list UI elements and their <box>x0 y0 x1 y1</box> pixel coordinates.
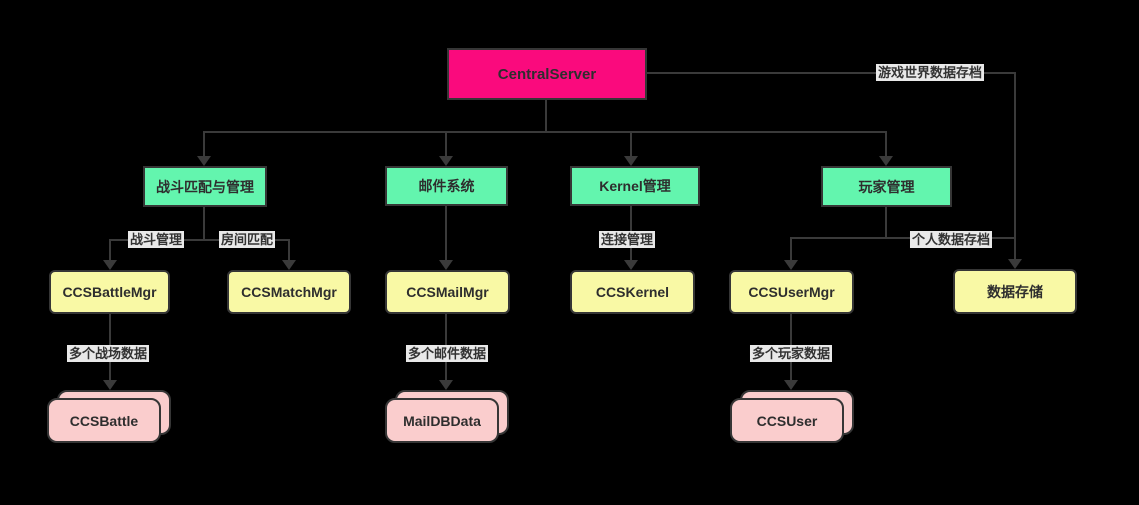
node-data-storage: 数据存储 <box>953 269 1077 314</box>
arrowhead-data-storage <box>1008 259 1022 269</box>
edge-label-world-archive: 游戏世界数据存档 <box>875 64 985 81</box>
connector-level2-bus <box>204 131 887 133</box>
arrowhead-mail-system <box>439 156 453 166</box>
edge-label-multi-player: 多个玩家数据 <box>749 345 833 362</box>
edge-label-personal-archive: 个人数据存档 <box>909 231 993 248</box>
edge-label-multi-battle: 多个战场数据 <box>66 345 150 362</box>
arrowhead-battle-match <box>197 156 211 166</box>
connector-player-split-v <box>885 207 887 238</box>
connector-battle-split-h <box>109 239 290 241</box>
connector-drop-mail-system <box>445 131 447 157</box>
node-ccs-kernel: CCSKernel <box>570 270 695 314</box>
node-ccs-match-mgr: CCSMatchMgr <box>227 270 351 314</box>
connector-to-mail-mgr <box>445 205 447 260</box>
edge-label-battle-mgmt: 战斗管理 <box>127 231 185 248</box>
arrowhead-ccs-kernel <box>624 260 638 270</box>
connector-battle-split-v <box>203 206 205 241</box>
connector-root-down <box>545 100 547 131</box>
arrowhead-ccs-battle <box>103 380 117 390</box>
stack-front-card: CCSUser <box>730 398 844 443</box>
node-kernel-mgmt: Kernel管理 <box>570 166 700 206</box>
arrowhead-kernel <box>624 156 638 166</box>
connector-world-archive-v <box>1014 72 1016 259</box>
node-player-mgmt: 玩家管理 <box>821 166 952 207</box>
stack-front-card: CCSBattle <box>47 398 161 443</box>
arrowhead-mail-db-data <box>439 380 453 390</box>
connector-to-battle-mgr <box>109 239 111 260</box>
connector-drop-battle-match <box>203 131 205 157</box>
node-ccs-battle-mgr: CCSBattleMgr <box>49 270 170 314</box>
arrowhead-ccs-user <box>784 380 798 390</box>
node-battle-match-mgmt: 战斗匹配与管理 <box>143 166 267 207</box>
edge-label-conn-mgmt: 连接管理 <box>598 231 656 248</box>
node-mail-system: 邮件系统 <box>385 166 508 206</box>
connector-drop-player <box>885 131 887 157</box>
arrowhead-user-mgr <box>784 260 798 270</box>
stack-front-card: MailDBData <box>385 398 499 443</box>
connector-to-match-mgr <box>288 239 290 260</box>
arrowhead-player <box>879 156 893 166</box>
connector-player-split-h <box>791 237 1016 239</box>
arrowhead-mail-mgr <box>439 260 453 270</box>
arrowhead-battle-mgr <box>103 260 117 270</box>
edge-label-room-match: 房间匹配 <box>218 231 276 248</box>
node-ccs-mail-mgr: CCSMailMgr <box>385 270 510 314</box>
node-central-server: CentralServer <box>447 48 647 100</box>
connector-drop-kernel <box>630 131 632 157</box>
arrowhead-match-mgr <box>282 260 296 270</box>
connector-world-archive-h <box>646 72 1016 74</box>
edge-label-multi-mail: 多个邮件数据 <box>405 345 489 362</box>
connector-to-user-mgr <box>790 237 792 260</box>
node-ccs-user-mgr: CCSUserMgr <box>729 270 854 314</box>
